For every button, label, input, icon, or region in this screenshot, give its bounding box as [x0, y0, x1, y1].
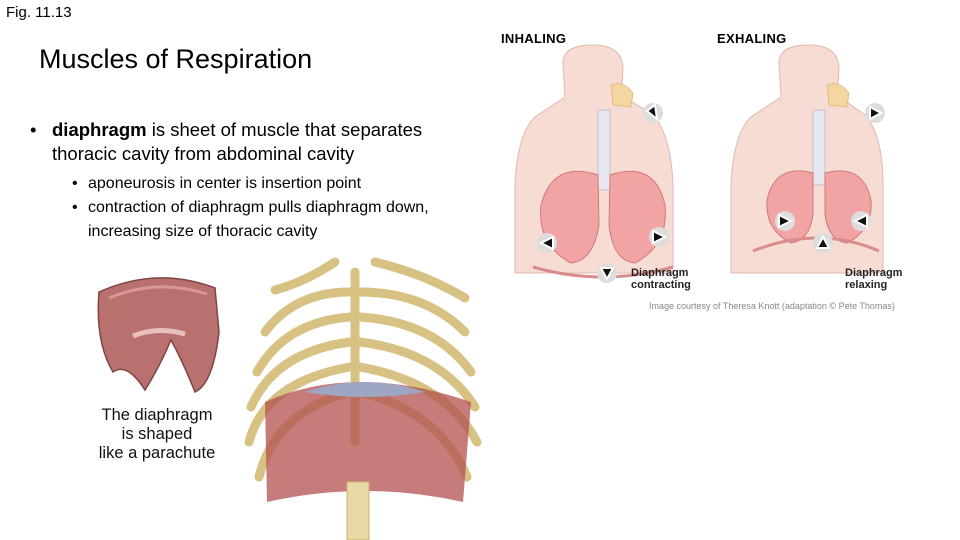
respiration-diagram: INHALING EXHALING — [493, 25, 925, 315]
sub-bullet-text: contraction of diaphragm pulls diaphragm… — [88, 199, 429, 240]
image-credit: Image courtesy of Theresa Knott (adaptat… — [649, 301, 895, 311]
sub-bullet-contraction: • contraction of diaphragm pulls diaphra… — [72, 196, 500, 244]
sub-bullet-text: aponeurosis in center is insertion point — [88, 175, 362, 192]
bullet-glyph: • — [72, 199, 78, 216]
inhaling-torso — [514, 44, 674, 279]
bullet-glyph: • — [30, 119, 37, 140]
diaphragm-caption: The diaphragm is shaped like a parachute — [98, 406, 216, 462]
diaphragm-parachute-illustration — [97, 277, 220, 394]
bullet-list: • diaphragm is sheet of muscle that sepa… — [30, 118, 500, 244]
term-diaphragm: diaphragm — [52, 119, 147, 140]
bullet-glyph: • — [72, 175, 78, 192]
respiration-illustration — [514, 44, 885, 283]
sub-bullet-aponeurosis: • aponeurosis in center is insertion poi… — [72, 172, 500, 196]
sub-bullet-list: • aponeurosis in center is insertion poi… — [30, 172, 500, 244]
bullet-text-line1: is sheet of muscle that separates — [146, 119, 423, 140]
exhaling-torso — [730, 44, 884, 274]
inhaling-label: INHALING — [501, 31, 567, 46]
figure-label: Fig. 11.13 — [6, 4, 72, 21]
airflow-arrow-icons — [537, 103, 885, 283]
exhaling-label: EXHALING — [717, 31, 787, 46]
bullet-diaphragm: • diaphragm is sheet of muscle that sepa… — [30, 118, 500, 166]
slide-title: Muscles of Respiration — [39, 44, 313, 74]
bullet-text-line2: thoracic cavity from abdominal cavity — [52, 143, 355, 164]
rib-cage-illustration — [244, 257, 482, 540]
